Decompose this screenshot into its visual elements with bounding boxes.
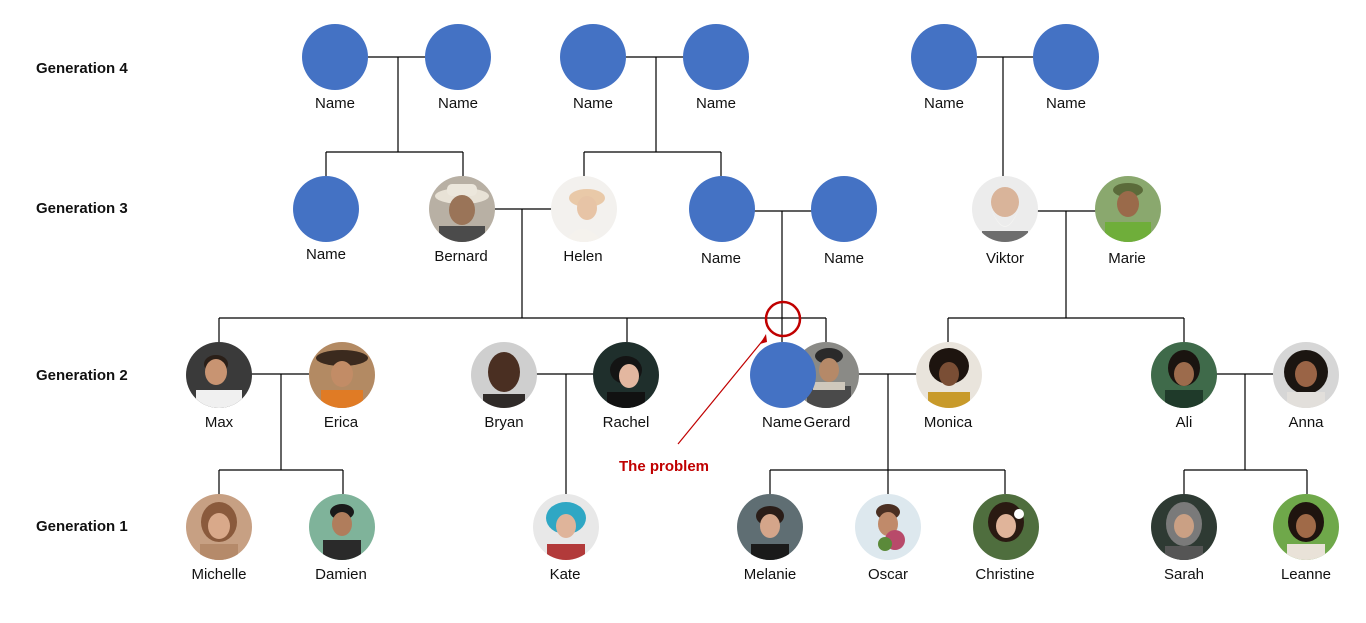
person-label: Erica [323, 414, 359, 431]
avatar-leanne[interactable] [1273, 494, 1339, 560]
annotation-arrow [677, 338, 765, 445]
person-node[interactable] [750, 342, 816, 408]
person-label: Sarah [1163, 566, 1205, 583]
person-label: Name [1045, 95, 1087, 112]
avatar-viktor[interactable] [972, 176, 1038, 242]
generation-4-label: Generation 4 [36, 60, 128, 77]
person-label: Leanne [1280, 566, 1332, 583]
generation-3-label: Generation 3 [36, 200, 128, 217]
person-label: Melanie [743, 566, 797, 583]
person-node[interactable] [911, 24, 977, 90]
person-label: Rachel [602, 414, 650, 431]
person-node[interactable] [683, 24, 749, 90]
person-label: Gerard [803, 414, 851, 431]
avatar-bernard[interactable] [429, 176, 495, 242]
person-label: Name [305, 246, 347, 263]
person-label: Name [314, 95, 356, 112]
person-label: Name [695, 95, 737, 112]
avatar-damien[interactable] [309, 494, 375, 560]
avatar-ali[interactable] [1151, 342, 1217, 408]
person-label: Oscar [867, 566, 909, 583]
problem-annotation: The problem [618, 458, 710, 475]
person-label: Kate [549, 566, 581, 583]
avatar-max[interactable] [186, 342, 252, 408]
generation-2-label: Generation 2 [36, 367, 128, 384]
person-node[interactable] [425, 24, 491, 90]
avatar-rachel[interactable] [593, 342, 659, 408]
problem-marker-circle [764, 300, 802, 338]
avatar-kate[interactable] [533, 494, 599, 560]
person-label: Michelle [191, 566, 247, 583]
avatar-melanie[interactable] [737, 494, 803, 560]
avatar-christine[interactable] [973, 494, 1039, 560]
person-label: Marie [1108, 250, 1146, 267]
person-label: Name [437, 95, 479, 112]
person-label: Name [572, 95, 614, 112]
person-node[interactable] [811, 176, 877, 242]
person-label: Bernard [434, 248, 488, 265]
person-label: Christine [975, 566, 1035, 583]
avatar-marie[interactable] [1095, 176, 1161, 242]
avatar-erica[interactable] [309, 342, 375, 408]
person-label: Name [700, 250, 742, 267]
person-label: Bryan [484, 414, 524, 431]
avatar-oscar[interactable] [855, 494, 921, 560]
avatar-monica[interactable] [916, 342, 982, 408]
person-label: Damien [315, 566, 367, 583]
person-label: Monica [923, 414, 973, 431]
avatar-bryan[interactable] [471, 342, 537, 408]
person-label: Anna [1288, 414, 1324, 431]
avatar-anna[interactable] [1273, 342, 1339, 408]
avatar-michelle[interactable] [186, 494, 252, 560]
person-label: Helen [563, 248, 603, 265]
person-label: Max [204, 414, 234, 431]
avatar-sarah[interactable] [1151, 494, 1217, 560]
person-label: Name [823, 250, 865, 267]
person-node[interactable] [302, 24, 368, 90]
avatar-helen[interactable] [551, 176, 617, 242]
generation-1-label: Generation 1 [36, 518, 128, 535]
annotation-arrowhead [760, 334, 767, 344]
person-node[interactable] [293, 176, 359, 242]
person-label: Ali [1175, 414, 1193, 431]
person-label: Name [923, 95, 965, 112]
person-label: Name [761, 414, 803, 431]
person-node[interactable] [560, 24, 626, 90]
person-node[interactable] [689, 176, 755, 242]
person-node[interactable] [1033, 24, 1099, 90]
person-label: Viktor [985, 250, 1025, 267]
